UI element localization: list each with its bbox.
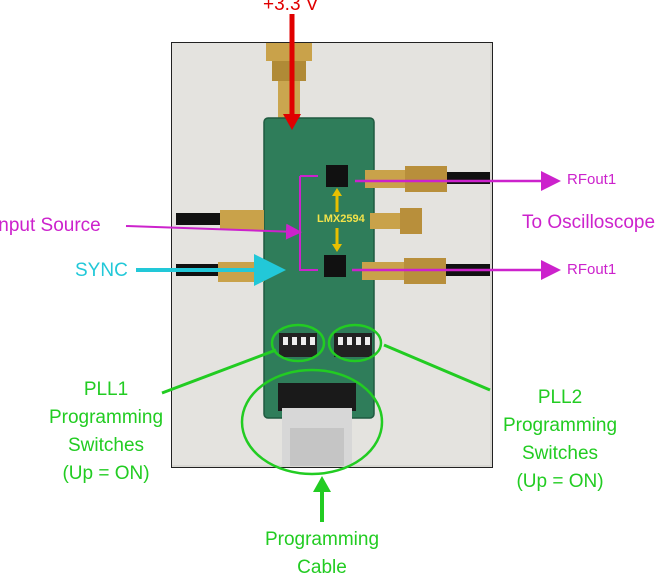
pll2-switch-highlight <box>327 323 383 363</box>
watermark-url: www.elecfans.com <box>561 565 655 576</box>
evaluation-board <box>264 118 374 418</box>
input-routing-lines <box>125 175 318 271</box>
cable-pointer-arrow <box>313 476 331 522</box>
watermark-cn: 电子发烧友 <box>561 545 647 564</box>
pll1-switch-highlight <box>270 323 326 363</box>
power-arrow <box>283 14 301 130</box>
pll2-switches-label: PLL2 Programming Switches (Up = ON) <box>502 387 618 492</box>
pll1-switch-block <box>279 333 317 357</box>
pll2-switch-block <box>334 333 372 357</box>
programming-cable-label: Programming Cable <box>264 529 380 578</box>
oscilloscope-label: To Oscilloscope <box>522 212 656 233</box>
rfout-bottom-label: RFout1 <box>567 261 617 278</box>
sync-label: SYNC <box>75 260 128 281</box>
programming-cable-connector <box>278 383 356 466</box>
pll2-pointer <box>383 343 491 392</box>
chip-label: LMX2594 <box>317 213 365 225</box>
pll2-chip <box>324 255 346 277</box>
watermark-logo <box>515 541 543 569</box>
rfout-top-label: RFout1 <box>567 171 617 188</box>
pll1-chip <box>326 165 348 187</box>
pll1-pointer <box>161 348 277 395</box>
chip-internal-arrows <box>332 188 342 252</box>
cable-highlight <box>240 368 384 476</box>
supply-voltage-label: +3.3 V <box>263 0 319 15</box>
watermark: 电子发烧友 www.elecfans.com <box>538 541 655 576</box>
input-source-label: Input Source <box>0 215 101 236</box>
pll1-switches-label: PLL1 Programming Switches (Up = ON) <box>48 379 164 484</box>
